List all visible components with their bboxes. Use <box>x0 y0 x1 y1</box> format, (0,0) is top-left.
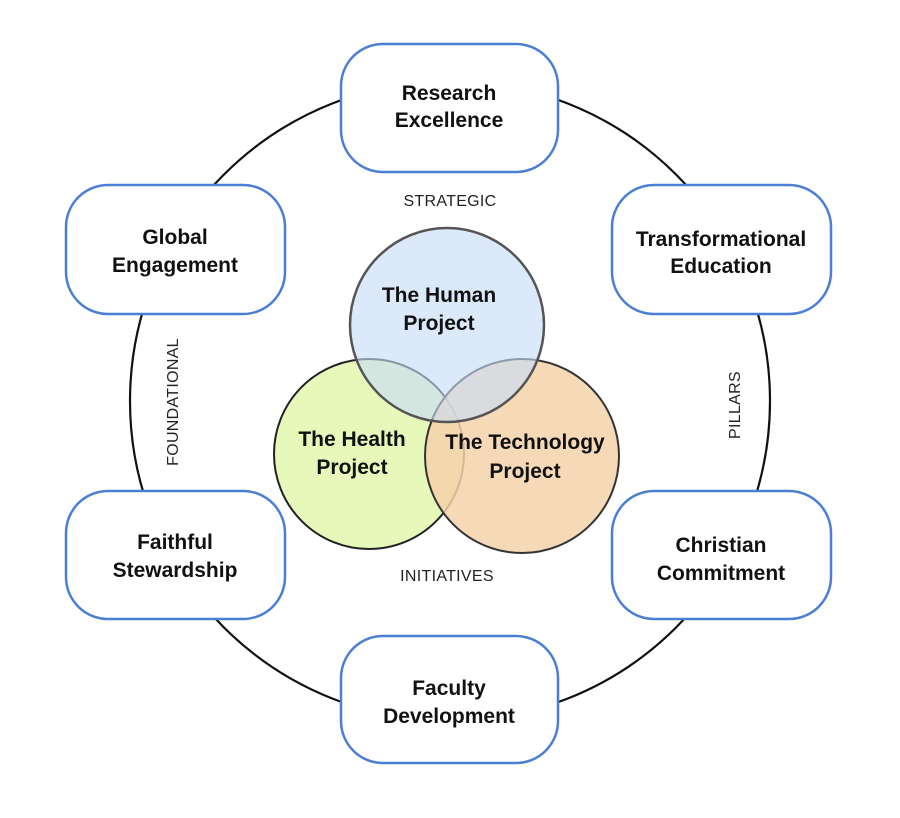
ring-label-bottom: INITIATIVES <box>400 568 494 585</box>
pillar-label-line2: Stewardship <box>113 559 238 582</box>
project-human-label: The Human <box>382 284 496 307</box>
pillar-global-engagement: Global Engagement <box>64 183 287 316</box>
project-technology-label: The Technology <box>445 431 605 454</box>
pillar-faculty-development: Faculty Development <box>339 634 560 765</box>
ring-label-top: STRATEGIC <box>403 193 496 210</box>
venn-circle-human <box>348 226 546 424</box>
project-human-label-line2: Project <box>403 312 474 335</box>
pillar-box <box>610 183 833 316</box>
pillar-label: Christian <box>675 534 766 557</box>
pillar-box <box>610 489 833 621</box>
project-health-label-line2: Project <box>316 456 387 479</box>
pillar-box <box>339 42 560 174</box>
pillar-box <box>339 634 560 765</box>
ring-label-right: PILLARS <box>727 371 744 439</box>
pillar-christian-commitment: Christian Commitment <box>610 489 833 621</box>
pillar-box <box>64 183 287 316</box>
pillar-label: Faculty <box>412 677 486 700</box>
pillar-label: Transformational <box>636 228 806 251</box>
pillar-label-line2: Excellence <box>395 109 504 132</box>
pillar-label-line2: Commitment <box>657 562 785 585</box>
pillar-box <box>64 489 287 621</box>
pillar-transformational-education: Transformational Education <box>610 183 833 316</box>
project-technology-label-line2: Project <box>489 460 560 483</box>
pillar-research-excellence: Research Excellence <box>339 42 560 174</box>
ring-label-left: FOUNDATIONAL <box>165 338 182 466</box>
pillar-label: Faithful <box>137 531 213 554</box>
pillar-faithful-stewardship: Faithful Stewardship <box>64 489 287 621</box>
pillar-label: Global <box>142 226 207 249</box>
pillar-label-line2: Engagement <box>112 254 238 277</box>
pillar-label-line2: Development <box>383 705 515 728</box>
project-health-label: The Health <box>298 428 405 451</box>
pillar-label-line2: Education <box>670 255 772 278</box>
pillar-label: Research <box>402 82 497 105</box>
